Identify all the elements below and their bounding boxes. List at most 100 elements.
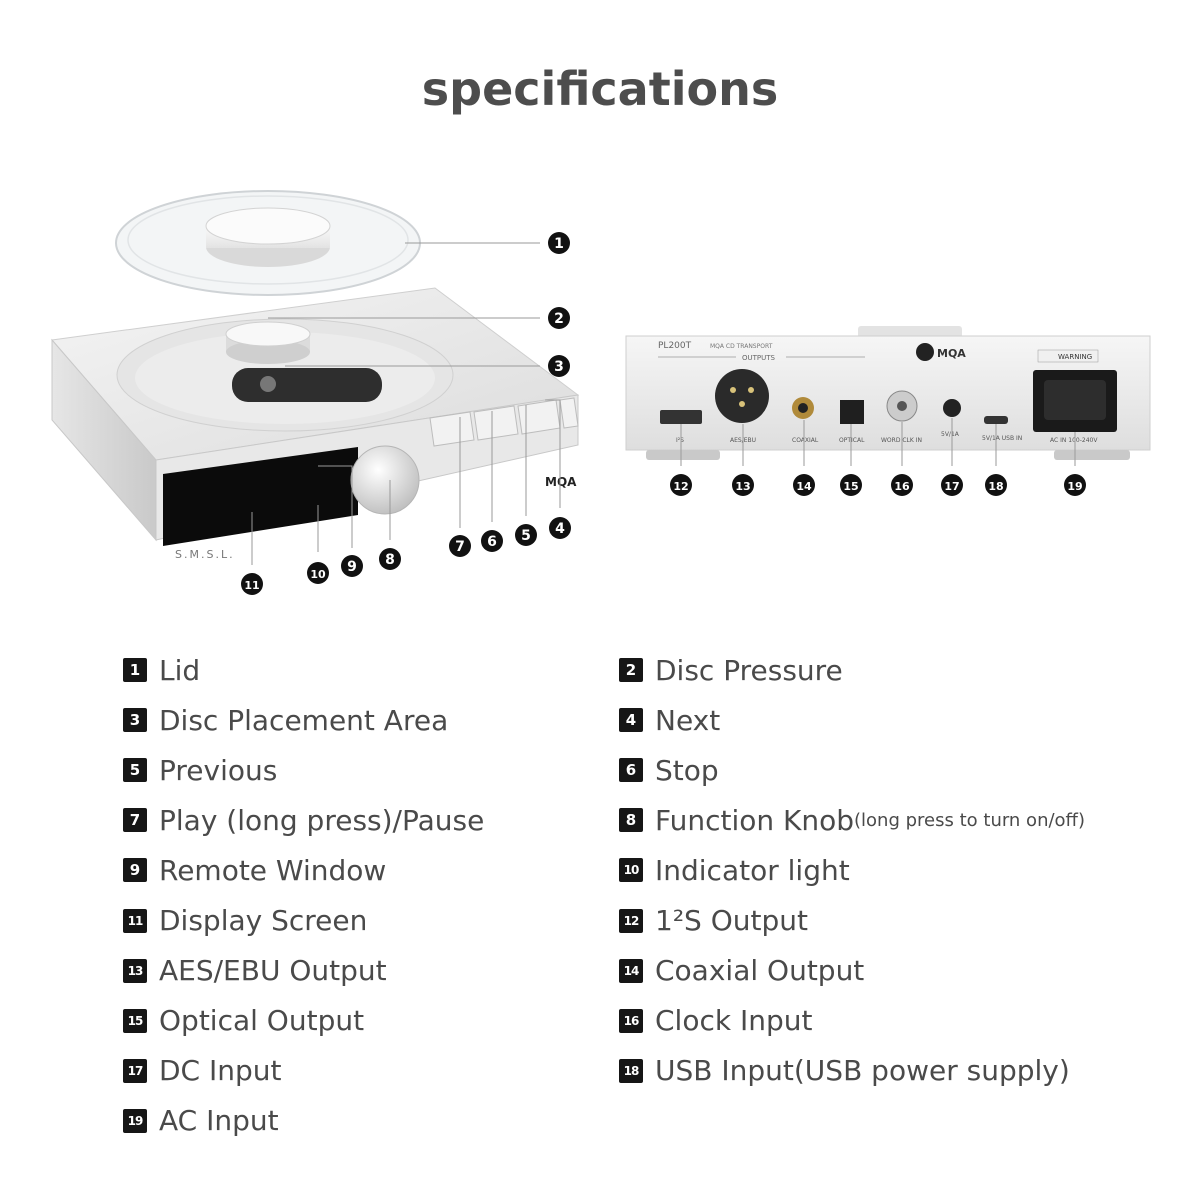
callout-8: 8 (379, 548, 401, 570)
legend-item-17: 17 DC Input (123, 1053, 282, 1089)
legend-number-badge: 5 (123, 758, 147, 783)
callout-14: 14 (793, 474, 815, 496)
svg-text:1: 1 (554, 236, 564, 252)
legend-number-badge: 6 (619, 758, 643, 783)
legend-label: Remote Window (159, 853, 387, 887)
svg-text:5: 5 (521, 528, 531, 544)
rear-model: PL200T (658, 341, 692, 351)
rear-outputs-label: OUTPUTS (742, 354, 776, 362)
port-label-usb: 5V/1A USB IN (982, 435, 1022, 442)
callout-1: 1 (548, 232, 570, 254)
callout-3: 3 (548, 355, 570, 377)
legend-label: Previous (159, 753, 278, 787)
callout-5: 5 (515, 524, 537, 546)
legend-number-badge: 8 (619, 808, 643, 833)
rear-logo: MQA (937, 347, 966, 360)
mqa-logo-icon (916, 343, 934, 361)
svg-text:13: 13 (735, 480, 750, 493)
callout-16: 16 (891, 474, 913, 496)
svg-text:6: 6 (487, 534, 497, 550)
legend-item-19: 19 AC Input (123, 1103, 279, 1139)
port-label-ac: AC IN 100-240V (1050, 437, 1098, 444)
legend-number-badge: 17 (123, 1058, 147, 1083)
legend-label: DC Input (159, 1054, 282, 1088)
front-logo: MQA (545, 475, 577, 489)
legend-number-badge: 18 (619, 1058, 643, 1083)
callout-19: 19 (1064, 474, 1086, 496)
callout-2: 2 (548, 307, 570, 329)
svg-text:8: 8 (385, 552, 395, 568)
disc-pressure (225, 321, 311, 364)
front-buttons (429, 397, 579, 447)
aes-ebu-port (715, 369, 769, 423)
display-screen (163, 447, 358, 546)
svg-text:10: 10 (310, 568, 326, 581)
svg-text:18: 18 (988, 480, 1003, 493)
legend-label: AC Input (159, 1104, 279, 1138)
callout-9: 9 (341, 555, 363, 577)
port-label-word-clk: WORD CLK IN (881, 437, 922, 444)
legend-label: 1²S Output (655, 904, 808, 937)
svg-text:3: 3 (554, 359, 564, 375)
legend-number-badge: 7 (123, 808, 147, 833)
callout-13: 13 (732, 474, 754, 496)
callout-6: 6 (481, 530, 503, 552)
rear-subtitle: MQA CD TRANSPORT (710, 343, 773, 350)
i2s-port (660, 410, 702, 424)
legend-label: Stop (655, 753, 719, 787)
svg-text:17: 17 (944, 480, 959, 493)
svg-text:14: 14 (796, 480, 812, 493)
callout-17: 17 (941, 474, 963, 496)
legend-item-7: 7 Play (long press)/Pause (123, 802, 484, 838)
legend-label: Display Screen (159, 904, 368, 937)
leader-lines (251, 242, 1076, 565)
legend-item-15: 15 Optical Output (123, 1003, 364, 1039)
legend-label: AES/EBU Output (159, 954, 387, 988)
legend-number-badge: 1 (123, 658, 147, 682)
callout-7: 7 (449, 535, 471, 557)
legend-label: Function Knob (655, 803, 855, 837)
legend-label: Clock Input (655, 1004, 813, 1038)
legend-number-badge: 19 (123, 1108, 147, 1133)
svg-text:4: 4 (555, 521, 565, 537)
callout-10: 10 (307, 562, 329, 584)
legend-number-badge: 3 (123, 708, 147, 733)
legend-note: (long press to turn on/off) (854, 809, 1085, 831)
legend-number-badge: 15 (123, 1008, 147, 1033)
callout-15: 15 (840, 474, 862, 496)
legend-label: Lid (159, 653, 201, 687)
svg-text:12: 12 (673, 480, 688, 493)
legend-number-badge: 13 (123, 958, 147, 983)
port-label-dc: 5V/1A (941, 431, 960, 438)
page-title: specifications (421, 62, 779, 116)
svg-text:16: 16 (894, 480, 910, 493)
legend-label: Play (long press)/Pause (159, 803, 485, 837)
legend-item-8: 8 Function Knob(long press to turn on/off… (619, 802, 1085, 838)
legend-label: Disc Placement Area (159, 703, 449, 737)
svg-text:11: 11 (244, 579, 259, 592)
port-label-optical: OPTICAL (839, 437, 865, 444)
legend-number-badge: 10 (619, 858, 643, 883)
front-brand: S.M.S.L. (175, 548, 235, 561)
port-label-coaxial: COAXIAL (792, 437, 819, 444)
optical-port (840, 400, 864, 424)
callout-18: 18 (985, 474, 1007, 496)
legend-label: Optical Output (159, 1004, 365, 1038)
legend-number-badge: 14 (619, 958, 643, 983)
front-device: MQA S.M.S.L. (51, 287, 580, 561)
product-diagram: MQA S.M.S.L. PL200T MQA CD TRANSPORT OUT… (51, 190, 1151, 595)
legend-number-badge: 4 (619, 708, 643, 733)
callout-4: 4 (549, 517, 571, 539)
svg-text:19: 19 (1067, 480, 1082, 493)
callout-11: 11 (241, 573, 263, 595)
port-label-i2s: I²S (676, 437, 684, 444)
